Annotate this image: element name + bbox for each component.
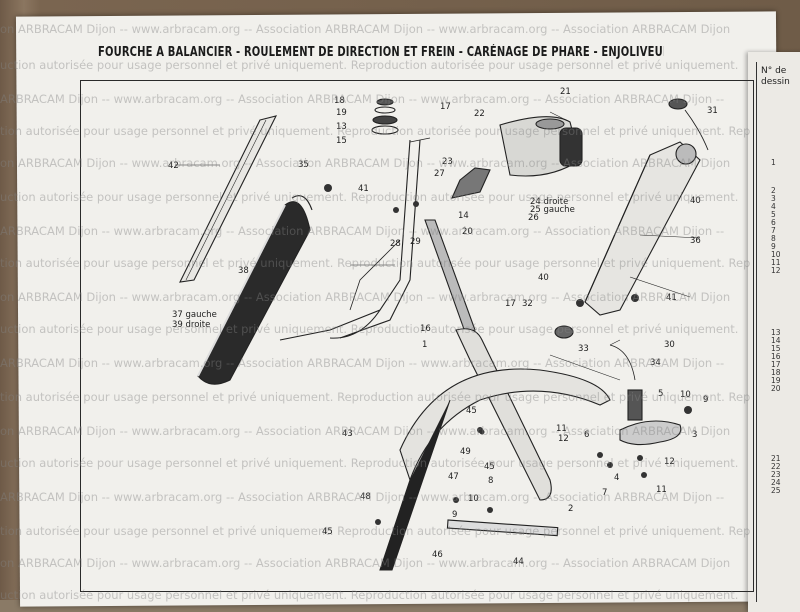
- reference-table-number: 21: [771, 454, 781, 463]
- part-label: 49: [460, 447, 471, 457]
- part-label: 15: [336, 136, 347, 146]
- part-label: 45: [484, 462, 495, 472]
- part-label: 11: [656, 485, 667, 495]
- fork-cover-part: [197, 201, 311, 385]
- part-label: 5: [658, 389, 664, 399]
- reference-table-header: N° de dessin: [761, 66, 790, 87]
- reference-table-number: 7: [771, 226, 776, 235]
- part-label: 28: [390, 239, 401, 249]
- part-label: 9: [703, 395, 709, 405]
- part-label: 13: [336, 122, 347, 132]
- part-label: 47: [448, 472, 459, 482]
- part-label: 34: [650, 358, 661, 368]
- part-label: 11: [556, 424, 567, 434]
- part-label: 41: [666, 293, 677, 303]
- part-label: 35: [298, 160, 309, 170]
- part-label: 1: [422, 340, 428, 350]
- reference-table-number: 18: [771, 368, 781, 377]
- reference-table-number: 1: [771, 158, 776, 167]
- fork-leg-part: [424, 219, 476, 333]
- reference-table-number: 13: [771, 328, 781, 337]
- swing-arm-bar-part: [446, 519, 559, 537]
- part-label: 10: [468, 494, 479, 504]
- reference-table-number: 14: [771, 336, 781, 345]
- part-label: 24 droite: [530, 197, 569, 207]
- part-label: 44: [513, 557, 524, 567]
- reference-table-number: 8: [771, 234, 776, 243]
- reference-table-number: 11: [771, 258, 781, 267]
- reference-table-number: 5: [771, 210, 776, 219]
- part-label: 45: [322, 527, 333, 537]
- reference-table-number: 6: [771, 218, 776, 227]
- reference-table-number: 20: [771, 384, 781, 393]
- part-label: 25 gauche: [530, 205, 575, 215]
- part-label: 21: [560, 87, 571, 97]
- part-label: 18: [334, 96, 345, 106]
- reference-table-number: 9: [771, 242, 776, 251]
- part-label: 38: [238, 266, 249, 276]
- part-label: 43: [342, 429, 353, 439]
- part-label: 41: [358, 184, 369, 194]
- part-label: 46: [432, 550, 443, 560]
- part-label: 32: [522, 299, 533, 309]
- reference-table-number: 24: [771, 478, 781, 487]
- part-label: 48: [360, 492, 371, 502]
- headlight-cowling-part: [584, 141, 701, 316]
- part-label: 23: [442, 157, 453, 167]
- reference-table-number: 25: [771, 486, 781, 495]
- part-label: 19: [336, 108, 347, 118]
- tank-cap-part: [668, 98, 688, 110]
- part-label: 36: [690, 236, 701, 246]
- part-label: 9: [452, 510, 458, 520]
- part-label: 12: [558, 434, 569, 444]
- reference-table-number: 15: [771, 344, 781, 353]
- reference-table-number: 16: [771, 352, 781, 361]
- reference-table-number: 19: [771, 376, 781, 385]
- part-label: 22: [474, 109, 485, 119]
- reference-table-number: 2: [771, 186, 776, 195]
- page-title: FOURCHE A BALANCIER - ROULEMENT DE DIREC…: [98, 44, 664, 60]
- part-label: 37 gauche: [172, 310, 217, 320]
- part-label: 31: [707, 106, 718, 116]
- part-label: 4: [614, 473, 620, 483]
- part-label: 10: [680, 390, 691, 400]
- part-label: 3: [692, 430, 698, 440]
- mudguard-part: [399, 368, 611, 482]
- part-label: 7: [602, 488, 608, 498]
- part-label: 12: [664, 457, 675, 467]
- diagram-frame: [80, 80, 754, 592]
- part-label: 2: [568, 504, 574, 514]
- part-label: 20: [462, 227, 473, 237]
- brake-arm-part: [619, 420, 682, 446]
- part-label: 27: [434, 169, 445, 179]
- part-label: 17: [440, 102, 451, 112]
- reference-table-number: 10: [771, 250, 781, 259]
- reference-table-number: 22: [771, 462, 781, 471]
- reference-table-number: 4: [771, 202, 776, 211]
- part-label: 17: [505, 299, 516, 309]
- part-label: 30: [664, 340, 675, 350]
- part-label: 8: [488, 476, 494, 486]
- part-label: 29: [410, 237, 421, 247]
- part-label: 26: [528, 213, 539, 223]
- part-label: 6: [584, 430, 590, 440]
- reference-table-number: 12: [771, 266, 781, 275]
- reference-table-number: 23: [771, 470, 781, 479]
- bracket-part: [451, 167, 491, 199]
- part-label: 16: [420, 324, 431, 334]
- reference-table-number: 17: [771, 360, 781, 369]
- spring-part: [627, 389, 643, 421]
- reference-table-number: 3: [771, 194, 776, 203]
- part-label: 40: [538, 273, 549, 283]
- part-label: 42: [168, 161, 179, 171]
- trim-rail-part: [179, 115, 278, 283]
- exploded-view-diagram: [175, 98, 709, 571]
- part-label: 33: [578, 344, 589, 354]
- part-label: 39 droite: [172, 320, 211, 330]
- part-label: 45: [466, 406, 477, 416]
- part-label: 40: [690, 196, 701, 206]
- part-label: 14: [458, 211, 469, 221]
